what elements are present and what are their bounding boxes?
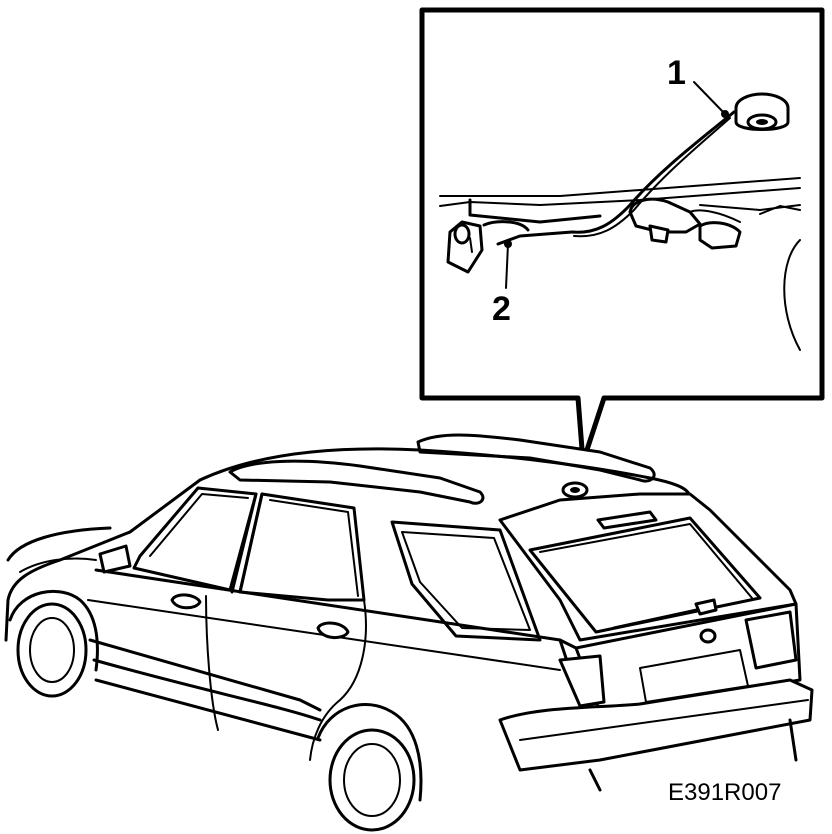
- leader-line-2: [505, 243, 509, 289]
- inset-frame: [419, 7, 825, 465]
- callout-2: 2: [492, 290, 511, 328]
- leader-line-1: [693, 81, 726, 115]
- callout-1: 1: [667, 54, 686, 92]
- figure-code: E391R007: [668, 779, 781, 806]
- antenna-cable: [496, 110, 736, 246]
- car-drawing: [4, 433, 814, 832]
- antenna-base: [734, 92, 790, 131]
- detail-inset: [419, 7, 825, 465]
